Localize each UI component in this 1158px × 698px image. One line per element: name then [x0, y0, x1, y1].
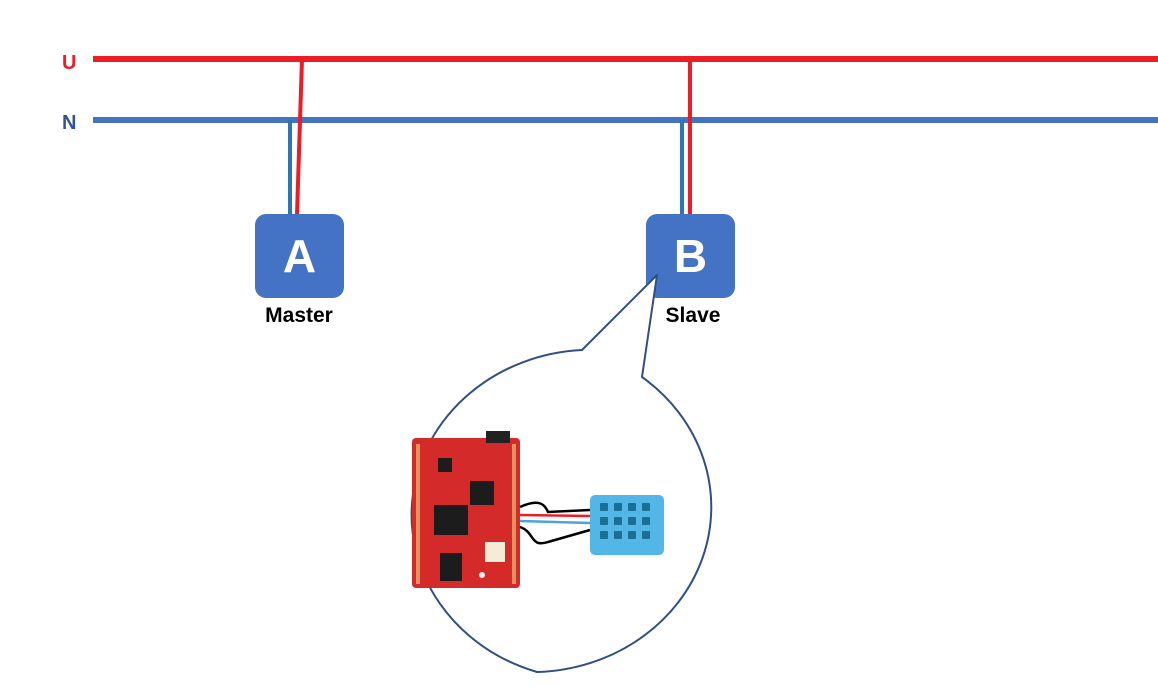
- node-a: A Master: [255, 214, 344, 327]
- board-pin-header-left: [416, 444, 420, 584]
- node-b-letter: B: [674, 230, 707, 282]
- sensor-wire-1: [519, 501, 591, 514]
- node-b-wires: [680, 59, 692, 214]
- sensor-wire-4: [519, 525, 591, 545]
- neutral-line-label: N: [62, 112, 76, 134]
- node-b-box: [646, 214, 735, 298]
- node-a-caption: Master: [265, 304, 333, 327]
- sensor-wire-2: [519, 513, 591, 518]
- board-pin-header-right: [512, 444, 516, 584]
- board-chip-3: [440, 553, 462, 581]
- node-a-wires: [288, 58, 304, 215]
- node-b-caption: Slave: [666, 304, 721, 327]
- node-b: B Slave: [646, 214, 735, 327]
- bus-lines: U N: [62, 52, 1158, 134]
- sensor-wires: [519, 501, 591, 545]
- board-relay: [485, 542, 505, 562]
- board-usb-connector: [486, 431, 510, 443]
- controller-board: [412, 431, 520, 588]
- sensor-grille: [600, 503, 650, 539]
- phase-line-label: U: [62, 52, 76, 74]
- node-a-box: [255, 214, 344, 298]
- board-mcu-chip: [470, 481, 494, 505]
- sensor-wire-3: [519, 519, 591, 525]
- board-led: [479, 572, 485, 578]
- sensor-module: [590, 495, 664, 555]
- node-a-letter: A: [283, 230, 316, 282]
- node-a-phase-wire: [295, 58, 304, 215]
- board-chip-2: [434, 505, 468, 535]
- board-chip-4: [438, 458, 452, 472]
